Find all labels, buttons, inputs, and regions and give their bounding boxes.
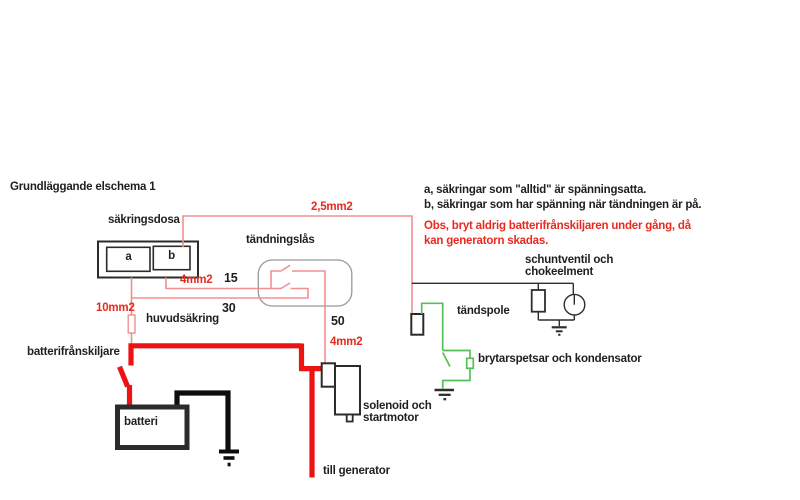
shunt-valve-label-line2: chokeelment [525,266,594,278]
choke-element-box [530,289,546,313]
lock-blade-top [280,264,291,272]
battery-ground-cable [174,390,239,467]
warning-line1: Obs, bryt aldrig batterifrånskiljaren un… [424,220,691,232]
fuse-box-label: säkringsdosa [108,214,180,226]
battery-label: batteri [124,416,158,428]
fuse-box-symbol [97,240,199,279]
wire-terminal-50 [292,270,326,364]
terminal-30-label: 30 [222,301,236,315]
condenser-box [465,357,475,370]
note-a: a, säkringar som "alltid" är spänningsat… [424,184,647,196]
wire-terminal-15 [165,277,281,290]
terminal-15-label: 15 [224,271,238,285]
ignition-coil-box [410,313,425,336]
lock-blade-bottom [280,282,291,290]
condenser-bottom-wire [441,368,471,389]
fuse-a-cell [105,246,151,273]
starter-stub [345,413,354,423]
ground-cable-path [174,390,231,450]
starter-label-line1: solenoid och [363,400,432,412]
starter-motor-box [334,365,361,416]
fuse-b-label: b [168,250,175,262]
main-fuse-symbol [127,314,136,334]
generator-label: till generator [323,465,390,477]
coil-to-breaker-wire [420,302,444,351]
solenoid-box [320,362,337,388]
thin-red-wires [127,215,413,364]
ignition-lock-label: tändningslås [246,234,315,246]
shunt-valve-label-line1: schuntventil och [525,254,614,266]
battery-disconnect-label: batterifrånskiljare [27,346,120,358]
wire-2-5mm2 [182,215,413,314]
wire-label-4mm2-upper: 4mm2 [180,274,213,286]
wire-label-4mm2-lower: 4mm2 [330,336,363,348]
breaker-condenser-circuit [420,302,475,401]
disconnect-switch-blade [117,365,131,388]
terminal-50-label: 50 [331,314,345,328]
lock-pole-left [270,270,281,289]
main-battery-cable [117,343,323,478]
component-boxes [115,313,425,450]
wire-to-condenser [442,349,471,359]
battery-box [115,404,190,450]
breaker-label: brytarspetsar och kondensator [478,353,642,365]
fuse-a-label: a [125,251,132,263]
warning-line2: kan generatorn skadas. [424,235,549,247]
shunt-choke-circuit [412,282,586,336]
wire-terminal-30 [131,287,309,299]
ground3-symbol [434,388,454,401]
ignition-coil-label: tändspole [457,305,510,317]
note-b: b, säkringar som har spänning när tändni… [424,199,702,211]
starter-label-line2: startmotor [363,412,419,424]
main-fuse-label: huvudsäkring [146,313,220,325]
page-title: Grundläggande elschema 1 [10,181,156,193]
wire-label-2-5mm2: 2,5mm2 [311,201,353,213]
wire-label-10mm2: 10mm2 [96,302,135,314]
ignition-lock-outline [257,259,353,307]
fuse-b-cell [152,245,191,271]
breaker-blade [441,352,451,367]
